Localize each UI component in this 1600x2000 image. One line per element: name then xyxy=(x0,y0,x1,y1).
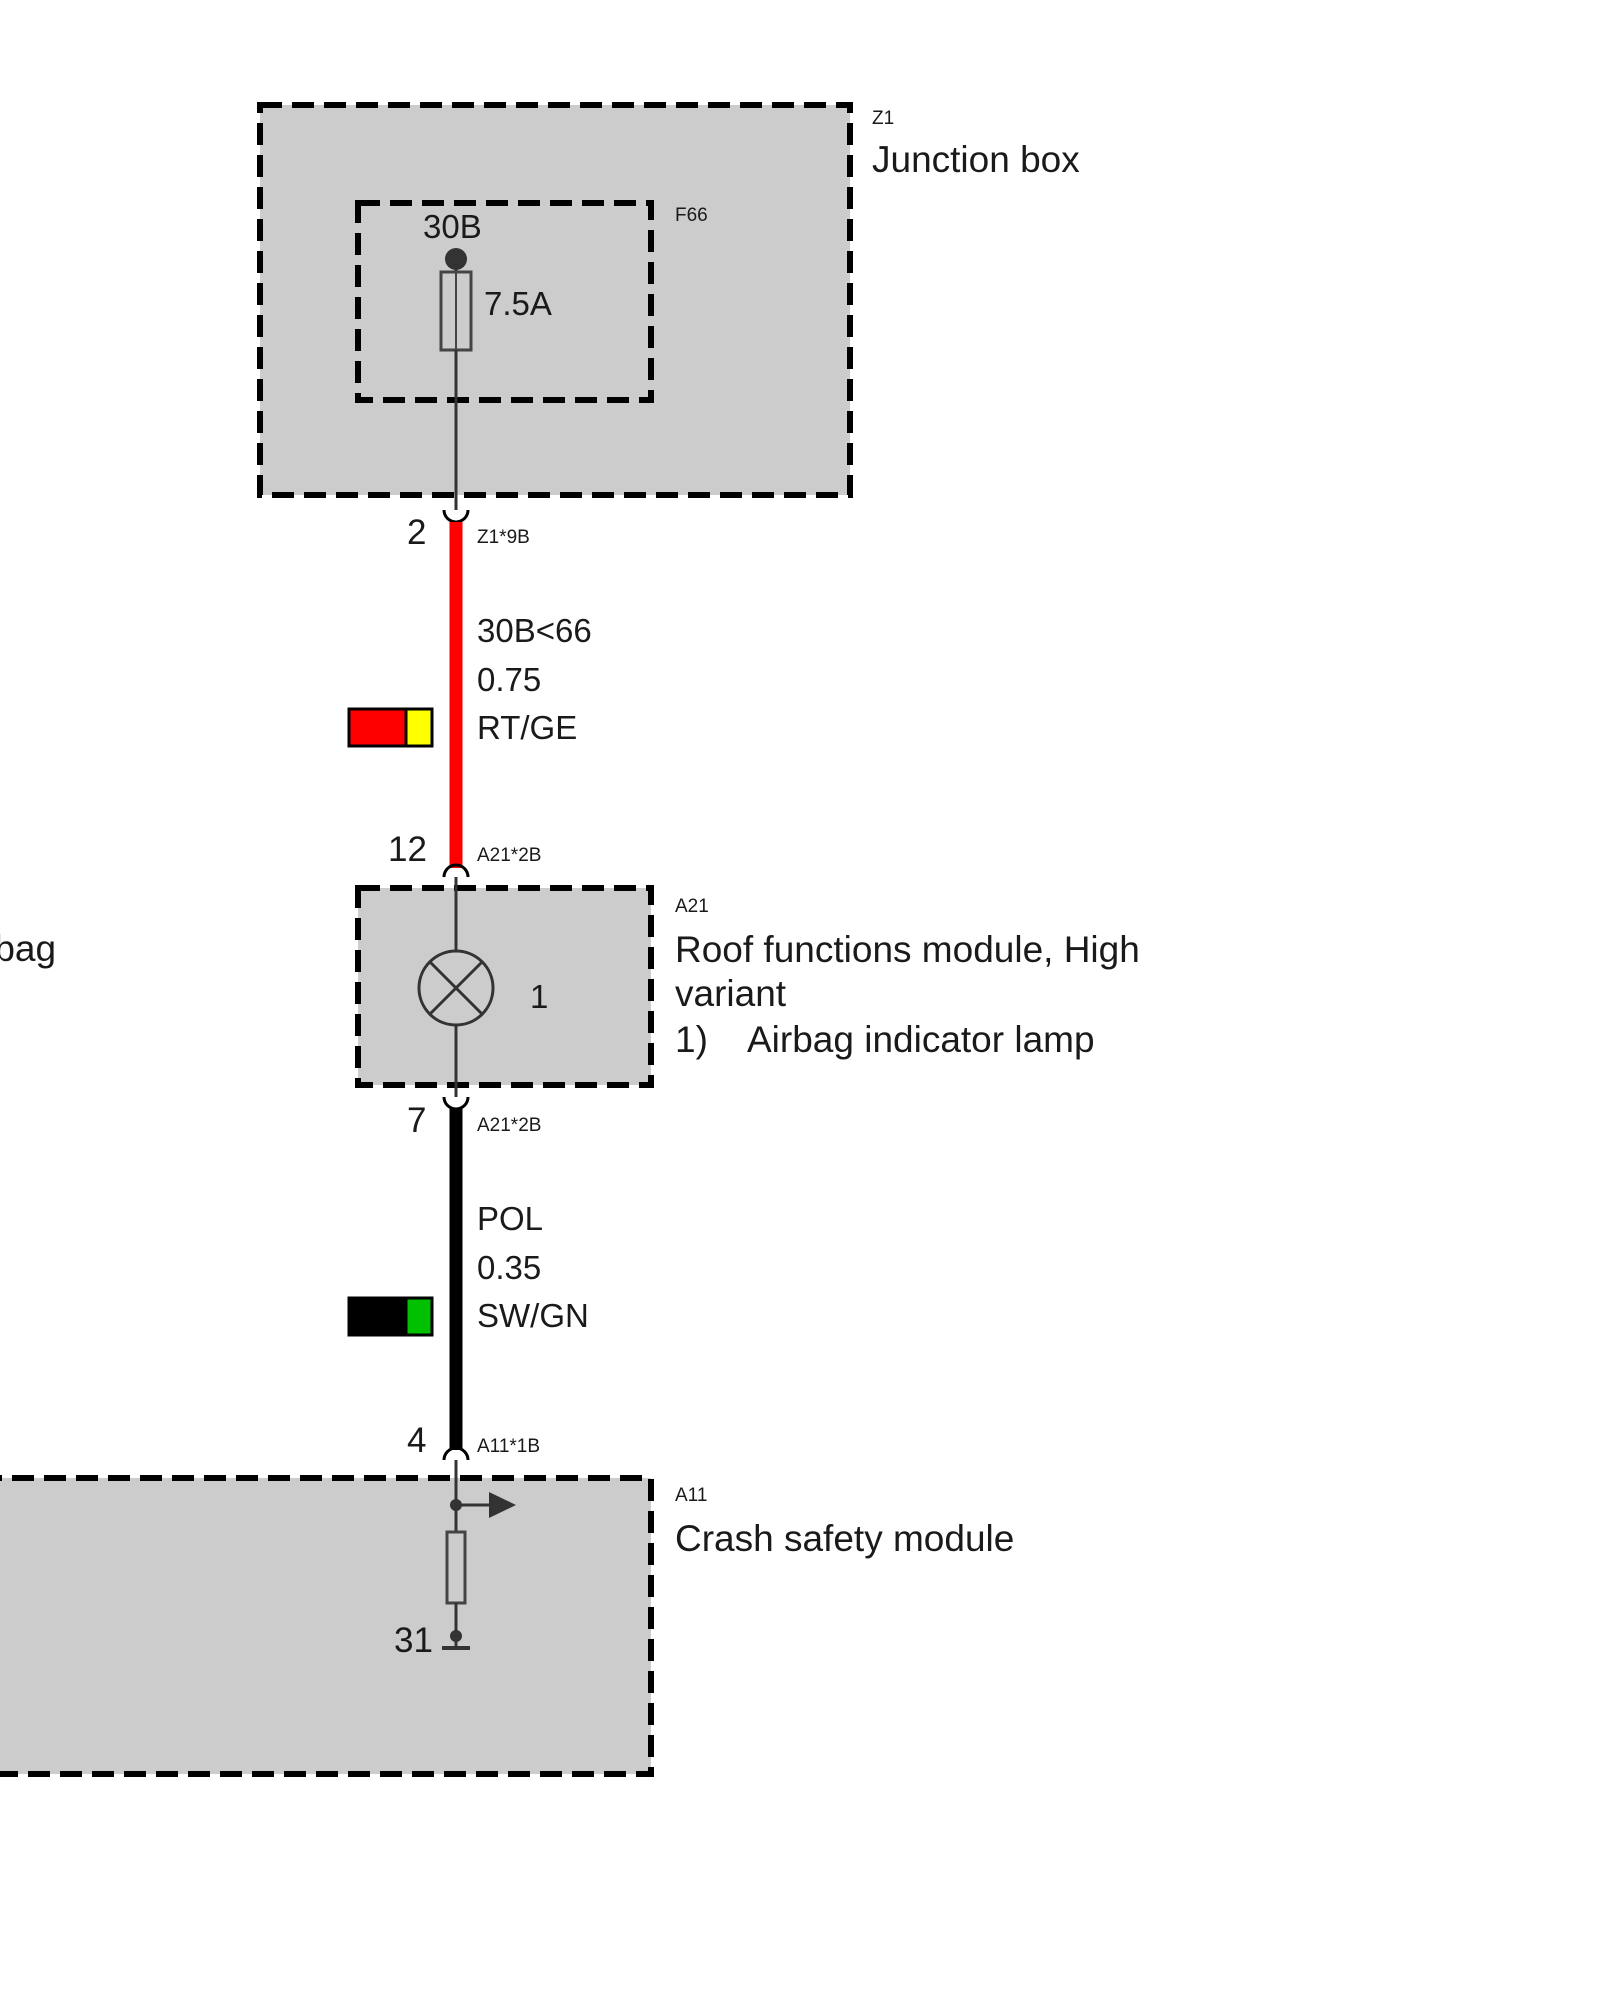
wire-2-color-code: SW/GN xyxy=(477,1297,589,1334)
fuse-rating: 7.5A xyxy=(484,285,552,322)
connector-z1-code: Z1*9B xyxy=(477,527,530,548)
junction-box xyxy=(257,102,853,498)
wire-1-gauge: 0.75 xyxy=(477,661,541,698)
crash-module-label: Crash safety module xyxy=(675,1518,1014,1559)
wire-1-signal: 30B<66 xyxy=(477,612,592,649)
cut-off-label: rbag xyxy=(0,928,56,969)
connector-a11-pin: 4 xyxy=(407,1421,426,1460)
roof-module-note-number: 1) xyxy=(675,1019,708,1060)
crash-safety-module xyxy=(0,1475,654,1777)
fuse-id: F66 xyxy=(675,205,708,226)
ground-terminal-label: 31 xyxy=(394,1621,433,1660)
roof-module-note-text: Airbag indicator lamp xyxy=(747,1019,1095,1060)
roof-module-label-line2: variant xyxy=(675,973,787,1014)
connector-a21-out-arc xyxy=(442,1096,470,1111)
wire-2-signal: POL xyxy=(477,1200,543,1237)
connector-a11-code: A11*1B xyxy=(477,1436,540,1457)
wire-2-color-swatch xyxy=(347,1296,434,1337)
ground-icon xyxy=(442,1630,470,1650)
connector-a11-arc xyxy=(442,1446,470,1461)
roof-module-id: A21 xyxy=(675,896,709,917)
fuse-holder xyxy=(355,200,654,403)
junction-box-label: Junction box xyxy=(872,139,1080,180)
junction-box-id: Z1 xyxy=(872,108,894,129)
connector-a21-in-code: A21*2B xyxy=(477,845,541,866)
wire-1-color-swatch xyxy=(347,707,434,748)
crash-module-id: A11 xyxy=(675,1485,707,1506)
connector-a21-out-code: A21*2B xyxy=(477,1115,541,1136)
roof-functions-module xyxy=(355,885,654,1088)
lamp-reference: 1 xyxy=(530,978,548,1015)
connector-a21-in-pin: 12 xyxy=(388,830,427,869)
connector-a21-in-arc xyxy=(442,863,470,878)
fuse-terminal-label: 30B xyxy=(423,208,482,245)
connector-z1-pin: 2 xyxy=(407,513,426,552)
wire-2-gauge: 0.35 xyxy=(477,1249,541,1286)
connector-a21-out-pin: 7 xyxy=(407,1101,426,1140)
wire-1-color-code: RT/GE xyxy=(477,709,577,746)
signal-arrow-icon xyxy=(456,1492,516,1518)
connector-z1-arc xyxy=(442,509,470,524)
roof-module-label-line1: Roof functions module, High xyxy=(675,929,1140,970)
